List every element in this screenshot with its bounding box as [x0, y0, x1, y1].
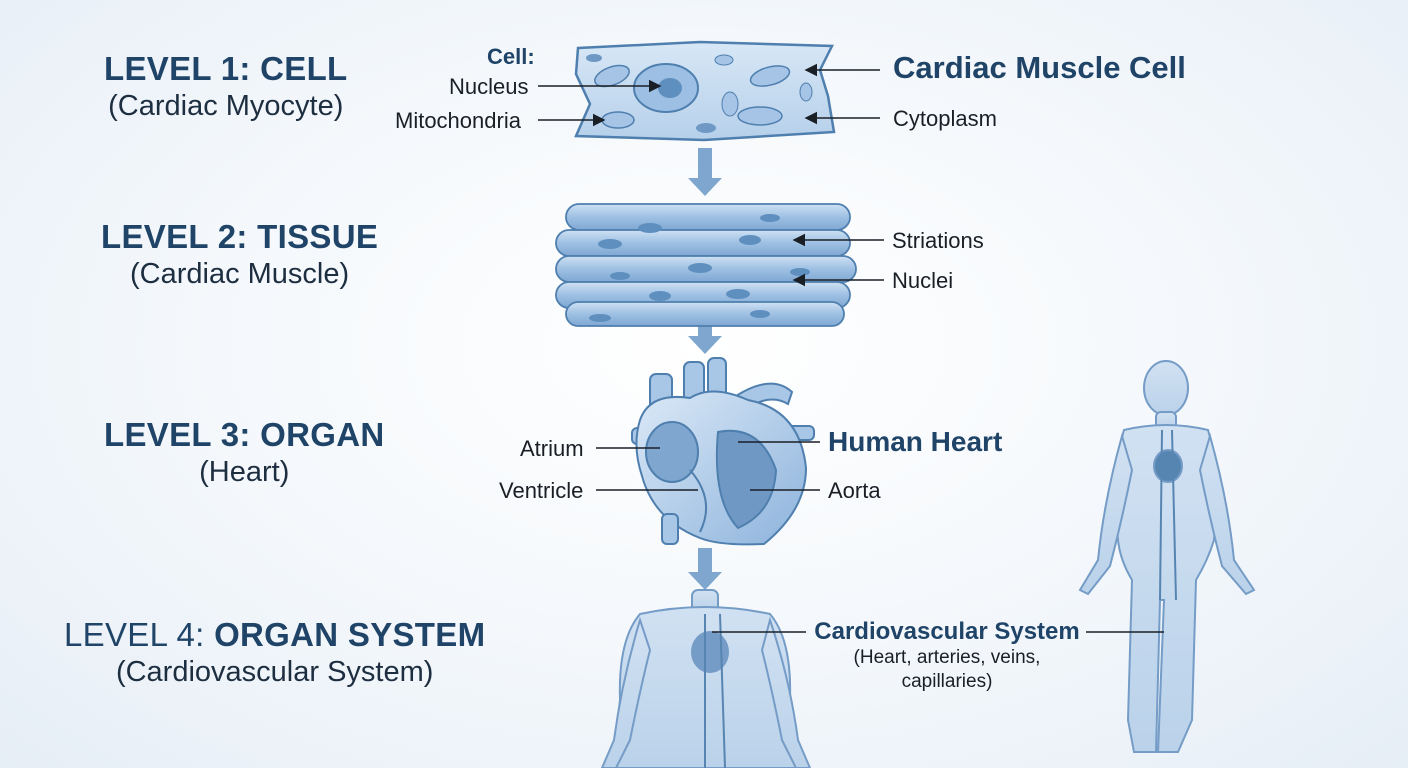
cardiovascular-system-detail-1: (Heart, arteries, veins, — [853, 647, 1041, 668]
level-arrows — [688, 148, 722, 590]
cardiovascular-system-detail-2: capillaries) — [901, 671, 993, 692]
cell-heading: Cell: — [487, 44, 535, 69]
level-1-subtitle: (Cardiac Myocyte) — [108, 90, 344, 122]
cardiovascular-system-label: Cardiovascular System (Heart, arteries, … — [812, 618, 1082, 694]
human-body-figure — [1078, 360, 1256, 753]
level-1-title: LEVEL 1: CELL — [104, 50, 348, 87]
cardiac-tissue-image — [555, 203, 857, 327]
cardiac-muscle-cell-title: Cardiac Muscle Cell — [893, 50, 1186, 85]
aorta-label: Aorta — [828, 478, 881, 503]
cardiac-myocyte-image — [574, 40, 836, 142]
human-heart-title: Human Heart — [828, 426, 1003, 457]
ventricle-label: Ventricle — [499, 478, 584, 503]
nuclei-label: Nuclei — [892, 268, 954, 293]
atrium-label: Atrium — [520, 436, 584, 461]
level-3-subtitle: (Heart) — [199, 456, 290, 488]
human-heart-image — [631, 357, 815, 546]
level-3-label: LEVEL 3: ORGAN (Heart) — [104, 416, 384, 489]
level-2-title: LEVEL 2: TISSUE — [101, 218, 379, 255]
mitochondria-label: Mitochondria — [395, 108, 521, 133]
striations-label: Striations — [892, 228, 984, 253]
cardiovascular-system-title: Cardiovascular System — [814, 618, 1080, 645]
level-4-label: LEVEL 4: ORGAN SYSTEM (Cardiovascular Sy… — [64, 616, 485, 689]
cardiovascular-body-image — [600, 589, 812, 768]
leader-lines — [538, 63, 1164, 633]
nucleus-label: Nucleus — [449, 74, 529, 99]
level-4-title: LEVEL 4: ORGAN SYSTEM — [64, 616, 486, 653]
level-4-subtitle: (Cardiovascular System) — [115, 656, 434, 688]
level-3-title: LEVEL 3: ORGAN — [104, 416, 385, 453]
level-1-label: LEVEL 1: CELL (Cardiac Myocyte) — [104, 50, 348, 123]
level-2-label: LEVEL 2: TISSUE (Cardiac Muscle) — [101, 218, 378, 291]
cytoplasm-label: Cytoplasm — [893, 106, 997, 131]
level-2-subtitle: (Cardiac Muscle) — [129, 258, 350, 290]
